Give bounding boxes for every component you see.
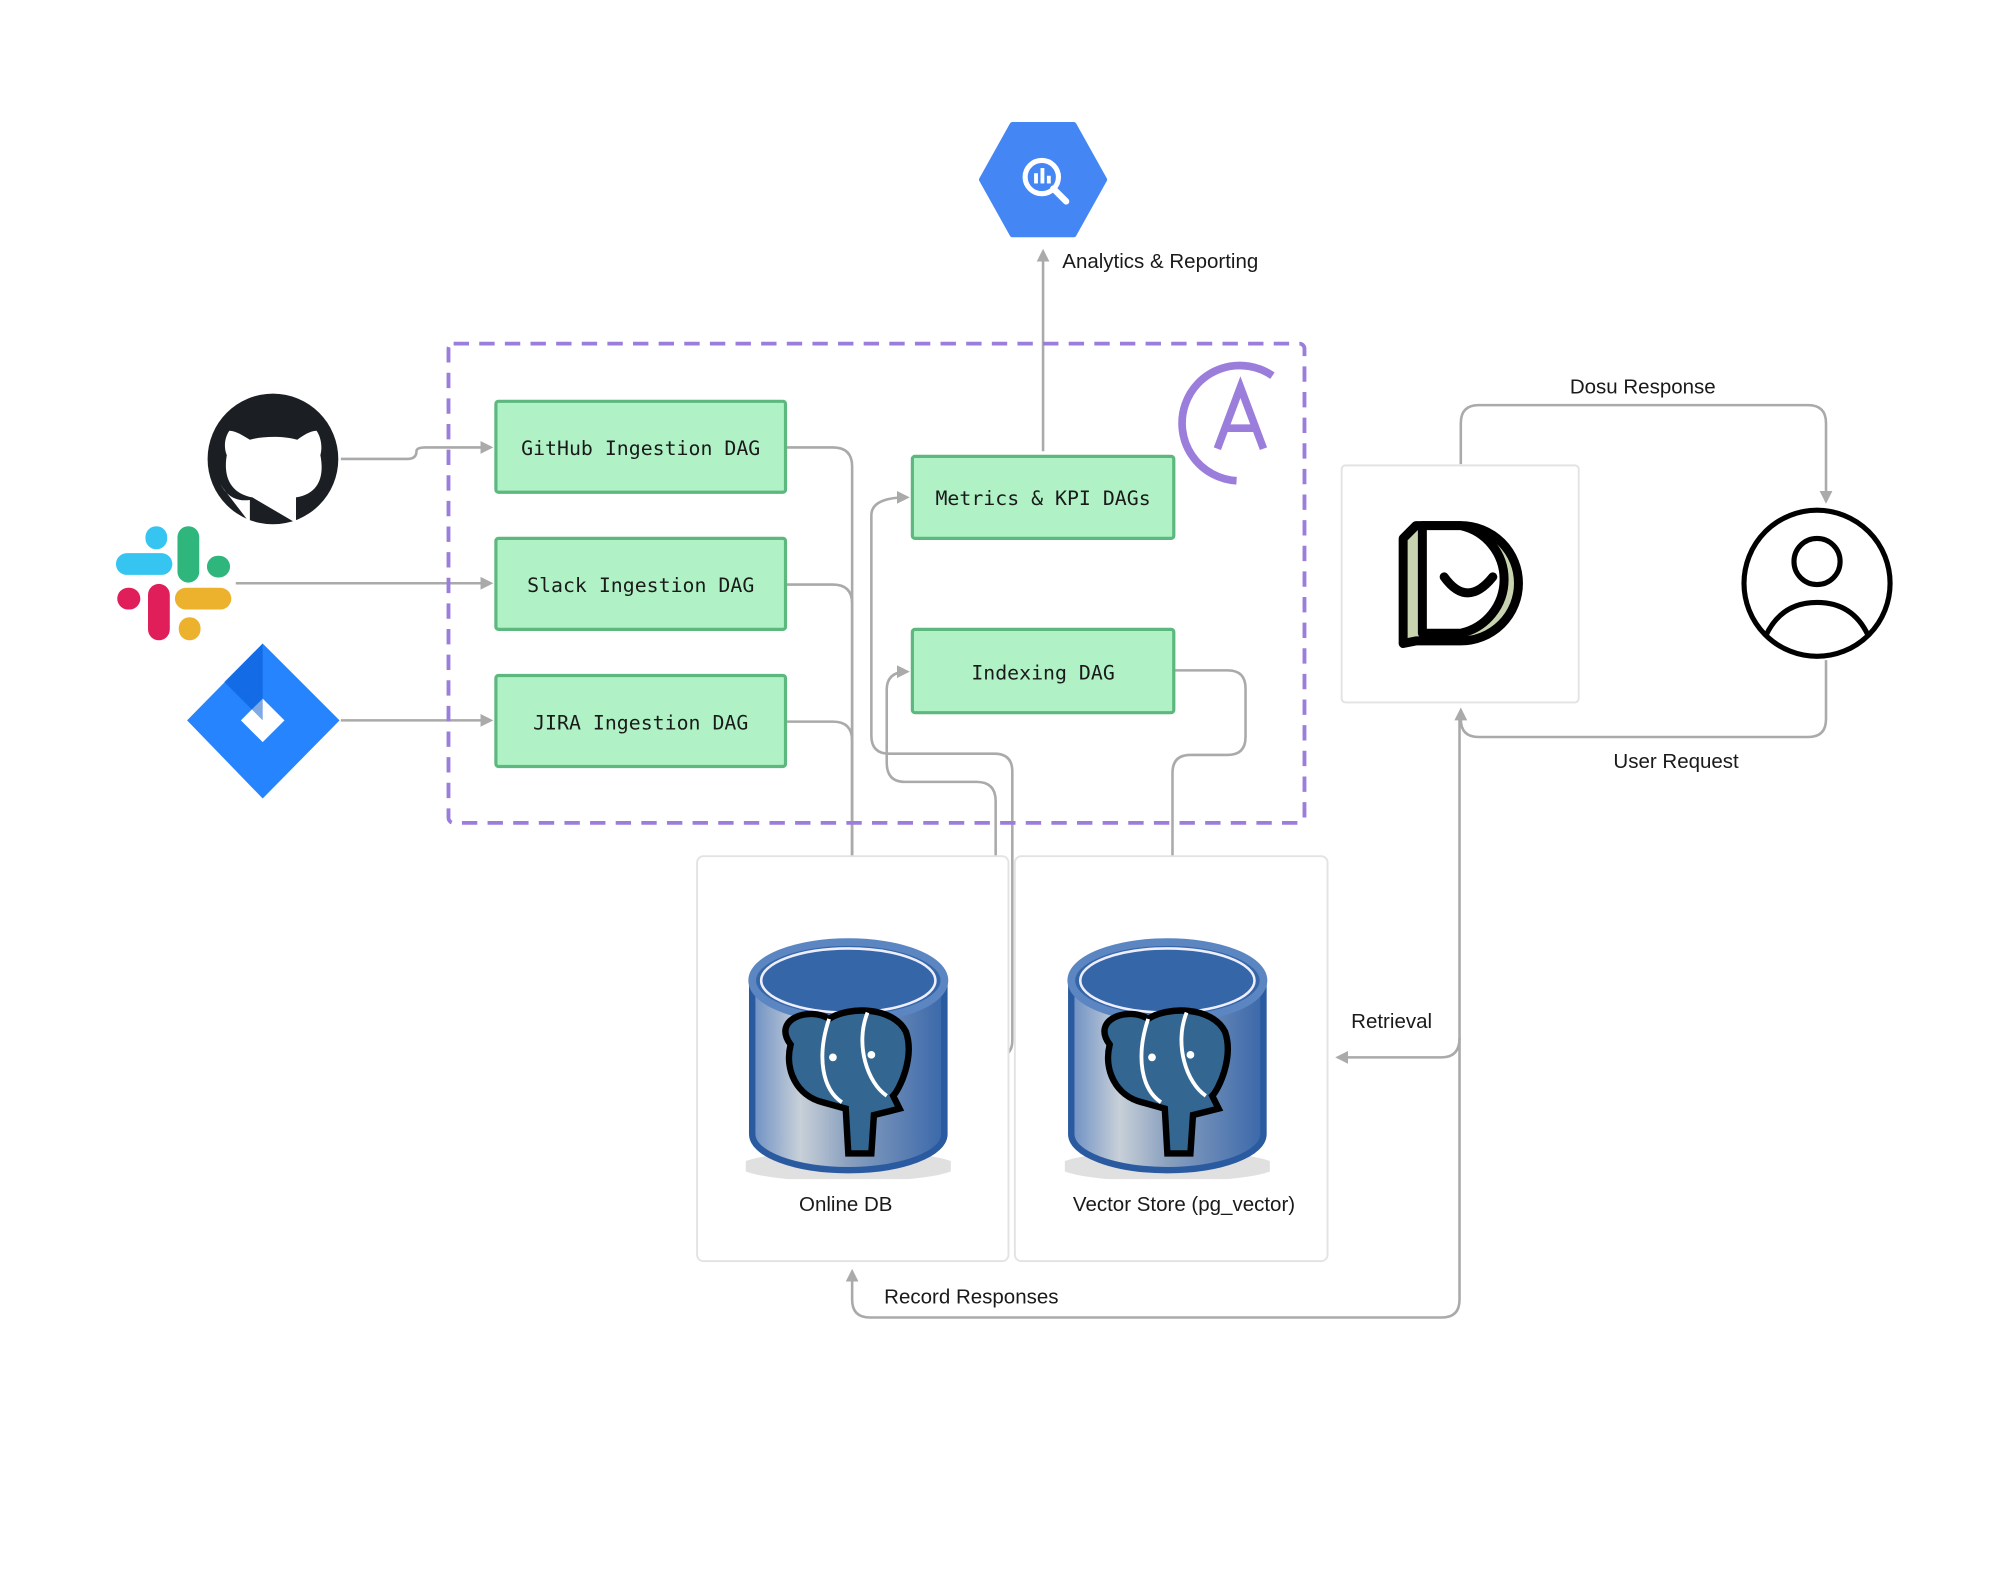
user-request-label: User Request <box>1613 750 1739 773</box>
svg-text:JIRA Ingestion DAG: JIRA Ingestion DAG <box>533 711 748 734</box>
dosu-card[interactable] <box>1340 464 1580 704</box>
dag-jira[interactable]: JIRA Ingestion DAG <box>494 673 788 769</box>
edge-retrieval <box>1335 1038 1461 1064</box>
edge-user-request <box>1454 660 1828 739</box>
slack-icon <box>115 526 232 641</box>
online-db-card[interactable]: Online DB <box>696 855 1010 1263</box>
edge-dosu-response <box>1459 403 1833 504</box>
edge-online-db-to-metrics <box>870 490 1014 1059</box>
svg-text:Online DB: Online DB <box>799 1193 892 1216</box>
airflow-container <box>446 341 1307 825</box>
dag-indexing[interactable]: Indexing DAG <box>910 627 1176 715</box>
user-icon <box>1741 507 1893 659</box>
postgresql-icon <box>1058 942 1276 1182</box>
retrieval-label: Retrieval <box>1351 1010 1432 1033</box>
svg-text:Vector Store (pg_vector): Vector Store (pg_vector) <box>1073 1193 1295 1216</box>
edge-github-dag-to-online-db <box>786 446 854 885</box>
edge-indexing-to-vector-store <box>1166 669 1247 893</box>
svg-text:Metrics & KPI DAGs: Metrics & KPI DAGs <box>935 487 1150 510</box>
analytics-label: Analytics & Reporting <box>1062 250 1258 273</box>
dag-slack[interactable]: Slack Ingestion DAG <box>494 536 788 631</box>
dag-github[interactable]: GitHub Ingestion DAG <box>494 399 788 494</box>
airflow-icon <box>1178 361 1275 485</box>
svg-text:GitHub Ingestion DAG: GitHub Ingestion DAG <box>521 437 760 460</box>
dosu-response-label: Dosu Response <box>1570 376 1716 399</box>
github-icon <box>207 393 339 525</box>
vector-store-card[interactable]: Vector Store (pg_vector) <box>1013 855 1329 1263</box>
postgresql-icon <box>739 942 957 1182</box>
svg-text:Slack Ingestion DAG: Slack Ingestion DAG <box>527 574 754 597</box>
jira-icon <box>187 643 340 799</box>
dag-metrics[interactable]: Metrics & KPI DAGs <box>910 454 1176 541</box>
dosu-logo-icon <box>1398 521 1523 648</box>
edge-ingestion-to-online-db <box>786 720 859 893</box>
bigquery-icon <box>978 121 1108 238</box>
edge-record-responses <box>845 717 1461 1319</box>
edges <box>235 248 1833 1319</box>
svg-text:Indexing DAG: Indexing DAG <box>971 661 1114 684</box>
edge-github-to-dag <box>340 441 494 461</box>
record-responses-label: Record Responses <box>884 1285 1058 1308</box>
